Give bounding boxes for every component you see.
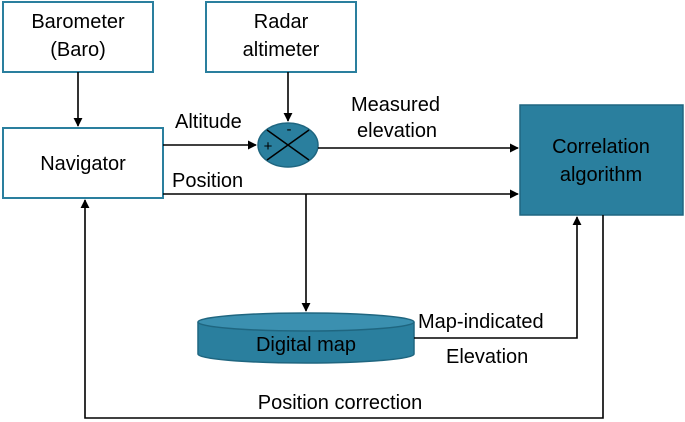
navigator-block: Navigator (2, 127, 164, 199)
digital-map-block: Digital map (197, 312, 415, 364)
elevation-label: elevation (357, 120, 437, 142)
correlation-sublabel: algorithm (560, 164, 642, 186)
radar-altimeter-block: Radar altimeter (205, 1, 357, 73)
map-indicated-label: Map-indicated (418, 311, 544, 333)
altitude-label: Altitude (175, 111, 242, 133)
barometer-label: Barometer (31, 11, 125, 33)
minus-sign: - (287, 121, 292, 138)
measured-label: Measured (351, 94, 440, 116)
map-elevation-label: Elevation (446, 346, 528, 368)
correlation-label: Correlation (552, 136, 650, 158)
position-correction-arrow (80, 199, 604, 419)
plus-sign: + (264, 138, 273, 155)
position-correction-label: Position correction (258, 392, 423, 414)
map-indicated-elevation-arrow (414, 216, 582, 339)
barometer-block: Barometer (Baro) (2, 1, 154, 73)
position-label: Position (172, 170, 243, 192)
radar-sublabel: altimeter (243, 39, 320, 61)
digital-map-label: Digital map (256, 334, 356, 356)
barometer-sublabel: (Baro) (50, 39, 106, 61)
navigator-label: Navigator (40, 153, 126, 175)
summing-junction: + - (257, 121, 319, 168)
radar-label: Radar (254, 11, 309, 33)
correlation-algorithm-block: Correlation algorithm (519, 104, 684, 216)
